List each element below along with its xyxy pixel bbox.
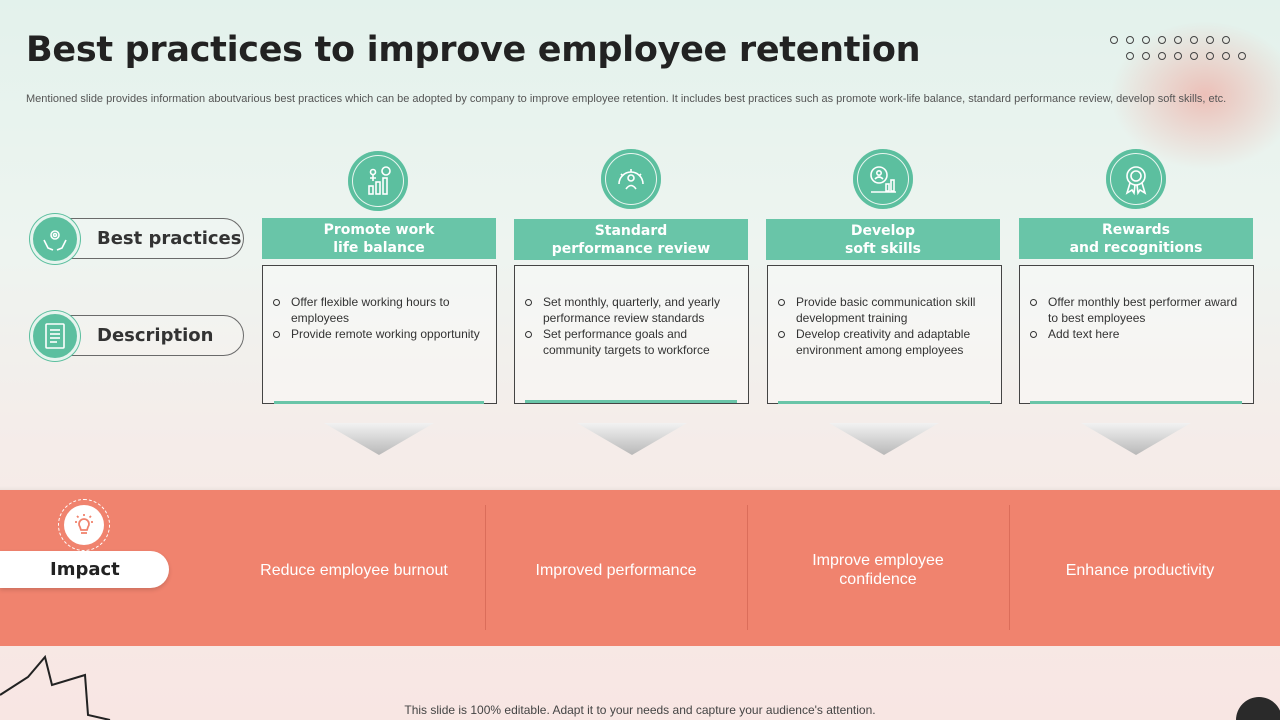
down-arrow-icon <box>324 423 434 455</box>
impact-item: Improve employee confidence <box>812 552 944 588</box>
lightbulb-icon <box>58 499 110 551</box>
bullet-item: Provide basic communication skill develo… <box>778 294 993 326</box>
down-arrow-icon <box>1081 423 1191 455</box>
bullet-item: Set monthly, quarterly, and yearly perfo… <box>525 294 740 326</box>
column-heading: Rewards and recognitions <box>1019 218 1253 259</box>
footer-note: This slide is 100% editable. Adapt it to… <box>404 703 876 717</box>
bullet-list: Offer flexible working hours to employee… <box>273 294 488 342</box>
divider <box>747 505 748 630</box>
column-heading: Promote work life balance <box>262 218 496 259</box>
skills-chart-icon <box>853 149 913 209</box>
divider <box>1009 505 1010 630</box>
performance-gauge-icon <box>601 149 661 209</box>
impact-band <box>0 490 1280 646</box>
description-box: Offer flexible working hours to employee… <box>262 265 497 404</box>
accent-line <box>274 401 484 404</box>
best-practices-text: Best practices <box>97 228 242 249</box>
accent-line <box>778 401 990 404</box>
impact-label: Impact <box>0 551 169 588</box>
bullet-item: Develop creativity and adaptable environ… <box>778 326 993 358</box>
accent-line <box>525 400 737 403</box>
column-heading: Develop soft skills <box>766 219 1000 260</box>
column-heading: Standard performance review <box>514 219 748 260</box>
description-box: Provide basic communication skill develo… <box>767 265 1002 404</box>
description-box: Offer monthly best performer award to be… <box>1019 265 1254 404</box>
slide-subtitle: Mentioned slide provides information abo… <box>26 93 1227 105</box>
down-arrow-icon <box>577 423 687 455</box>
band-shadow <box>0 486 1280 492</box>
bullet-list: Set monthly, quarterly, and yearly perfo… <box>525 294 740 358</box>
decorative-burst <box>0 655 111 720</box>
accent-line <box>1030 401 1242 404</box>
bullet-item: Offer monthly best performer award to be… <box>1030 294 1245 326</box>
slide-title: Best practices to improve employee reten… <box>26 30 921 70</box>
bullet-item: Offer flexible working hours to employee… <box>273 294 488 326</box>
hands-gear-icon <box>30 214 80 264</box>
bullet-list: Provide basic communication skill develo… <box>778 294 993 358</box>
description-box: Set monthly, quarterly, and yearly perfo… <box>514 265 749 404</box>
bullet-item: Set performance goals and community targ… <box>525 326 740 358</box>
description-text: Description <box>97 325 214 346</box>
impact-item: Reduce employee burnout <box>260 561 448 579</box>
document-icon <box>30 311 80 361</box>
decorative-glow <box>1110 20 1280 170</box>
impact-text: Impact <box>50 559 120 580</box>
decorative-dots <box>1110 36 1246 60</box>
decorative-corner-circle <box>1236 697 1280 720</box>
impact-item: Improved performance <box>535 561 697 579</box>
bullet-list: Offer monthly best performer award to be… <box>1030 294 1245 342</box>
growth-chart-person-icon <box>348 151 408 211</box>
impact-item: Enhance productivity <box>1065 561 1215 579</box>
divider <box>485 505 486 630</box>
award-ribbon-icon <box>1106 149 1166 209</box>
bullet-item: Provide remote working opportunity <box>273 326 488 342</box>
bullet-item: Add text here <box>1030 326 1245 342</box>
down-arrow-icon <box>829 423 939 455</box>
